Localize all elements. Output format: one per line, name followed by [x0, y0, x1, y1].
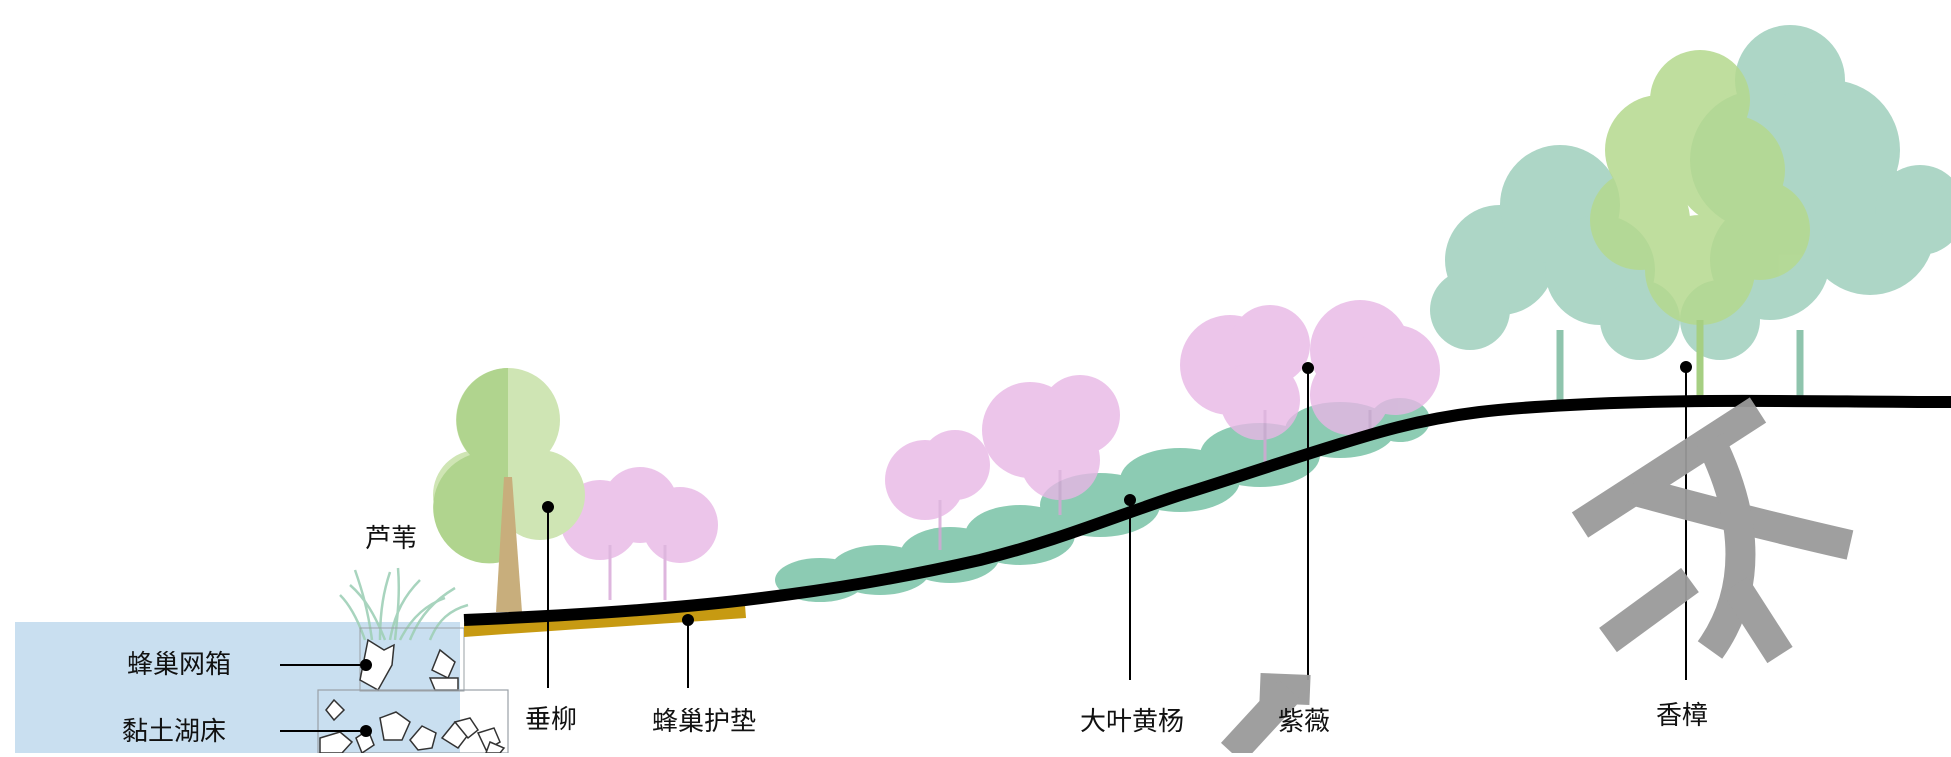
label-crape-myrtle: 紫薇 — [1278, 707, 1330, 737]
willow-tree-icon — [433, 368, 585, 612]
stone-icon — [359, 638, 459, 692]
ground-profile-line — [463, 394, 1951, 626]
leader-lines — [280, 361, 1692, 737]
camphor-tree-icon — [1430, 25, 1951, 408]
label-camphor: 香樟 — [1656, 701, 1708, 731]
reed-grass-icon — [339, 567, 469, 641]
label-clay-lakebed: 黏土湖床 — [122, 717, 226, 747]
clay-lakebed — [317, 689, 509, 755]
honeycomb-cage — [359, 627, 465, 692]
label-honeycomb-cage: 蜂巢网箱 — [127, 650, 231, 680]
flowering-tree-icon — [560, 300, 1440, 600]
label-boxwood: 大叶黄杨 — [1080, 707, 1184, 737]
watermark — [1220, 397, 1854, 757]
label-weeping-willow: 垂柳 — [525, 705, 577, 735]
stone-icon — [319, 698, 506, 755]
label-reed: 芦苇 — [365, 524, 417, 554]
label-honeycomb-mat: 蜂巢护垫 — [652, 707, 756, 737]
